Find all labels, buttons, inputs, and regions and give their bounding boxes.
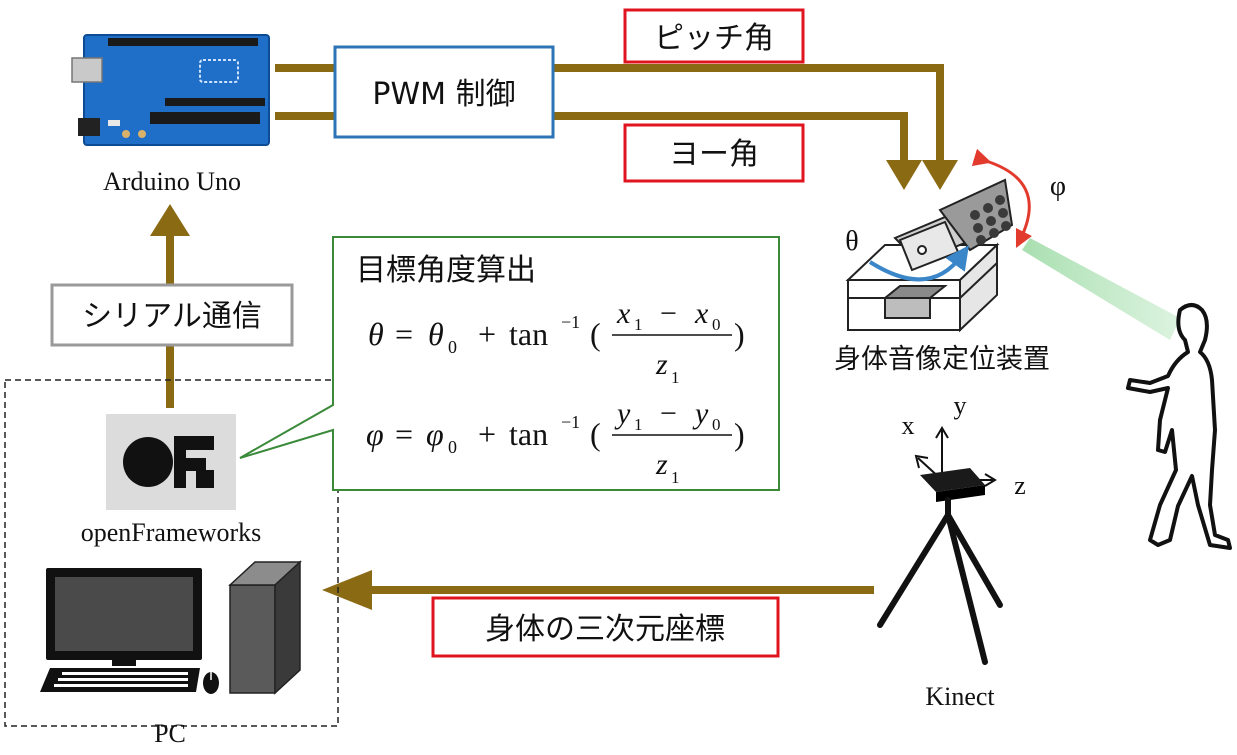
equation-theta: θ = θ 0 + tan −1 ( x 1 − x 0 ) z 1 <box>368 297 745 387</box>
pc-computer-icon <box>40 560 302 695</box>
eq1-num-a: x <box>616 297 631 330</box>
device-label: 身体音像定位装置 <box>834 344 1050 375</box>
eq1-plus: + <box>478 316 496 352</box>
eq1-base-sub: 0 <box>448 337 457 357</box>
eq2-base: φ <box>426 416 444 452</box>
eq2-equals: = <box>395 416 413 452</box>
pitch-rotation-arrow <box>971 148 1033 249</box>
eq2-plus: + <box>478 416 496 452</box>
openframeworks-label: openFrameworks <box>81 518 262 547</box>
callout-frame <box>239 236 780 491</box>
coords-arrowhead <box>322 570 372 610</box>
eq1-den-sub: 1 <box>671 368 680 387</box>
eq1-equals: = <box>395 316 413 352</box>
pc-group-frame <box>4 379 339 727</box>
pitch-label: ピッチ角 <box>654 21 774 56</box>
eq2-fn: tan <box>509 416 548 452</box>
theta-label: θ <box>845 226 858 257</box>
callout-title: 目標角度算出 <box>356 253 536 288</box>
pwm-label: PWM 制御 <box>372 77 515 112</box>
coords-label: 身体の三次元座標 <box>485 612 725 647</box>
eq1-lhs: θ <box>368 316 384 352</box>
flow-arrowheads <box>150 160 958 610</box>
eq2-den-sub: 1 <box>671 468 680 487</box>
kinect-label: Kinect <box>925 682 995 711</box>
eq1-close: ) <box>734 316 745 352</box>
pitch-arrowhead <box>922 160 958 190</box>
yaw-label: ヨー角 <box>669 137 759 172</box>
eq2-sup: −1 <box>561 412 580 432</box>
eq2-lhs: φ <box>366 416 384 452</box>
eq1-fn: tan <box>509 316 548 352</box>
eq1-num-b: x <box>694 297 709 330</box>
eq1-num-b-sub: 0 <box>712 315 721 334</box>
eq1-minus: − <box>660 297 677 330</box>
eq2-num-a-sub: 1 <box>634 415 643 434</box>
eq1-den: z <box>655 348 668 381</box>
serial-label: シリアル通信 <box>82 299 262 334</box>
eq2-num-b: y <box>692 397 709 430</box>
sound-device-icon <box>845 178 1180 340</box>
equation-phi: φ = φ 0 + tan −1 ( y 1 − y 0 ) z 1 <box>366 397 745 487</box>
axis-x-label: x <box>902 411 915 440</box>
pitch-box <box>623 8 805 64</box>
pwm-box <box>333 45 555 139</box>
pitch-line <box>553 64 944 162</box>
eq2-num-a: y <box>614 397 631 430</box>
eq2-open: ( <box>590 416 601 452</box>
phi-label: φ <box>1050 171 1066 202</box>
eq2-num-b-sub: 0 <box>712 415 721 434</box>
arduino-label: Arduino Uno <box>103 167 241 196</box>
eq1-base: θ <box>428 316 444 352</box>
yaw-arrowhead <box>886 160 922 190</box>
pc-label: PC <box>154 719 186 748</box>
axis-z-label: z <box>1014 471 1026 500</box>
arduino-board-icon <box>71 34 270 146</box>
serial-box <box>50 283 294 347</box>
coords-box <box>431 596 780 658</box>
eq2-close: ) <box>734 416 745 452</box>
kinect-icon <box>877 426 1003 665</box>
callout: 目標角度算出 θ = θ 0 + tan −1 ( x 1 − x 0 ) z … <box>239 236 780 491</box>
person-icon <box>1126 303 1232 550</box>
axis-y-label: y <box>954 391 967 420</box>
openframeworks-logo-icon <box>106 414 236 510</box>
eq2-minus: − <box>660 397 677 430</box>
yaw-rotation-arrow <box>868 245 969 282</box>
eq1-num-a-sub: 1 <box>634 315 643 334</box>
yaw-box <box>623 123 805 183</box>
eq2-den: z <box>655 448 668 481</box>
eq1-open: ( <box>590 316 601 352</box>
eq2-base-sub: 0 <box>448 437 457 457</box>
yaw-line <box>553 112 908 162</box>
eq1-sup: −1 <box>561 312 580 332</box>
serial-arrowhead <box>150 204 190 236</box>
